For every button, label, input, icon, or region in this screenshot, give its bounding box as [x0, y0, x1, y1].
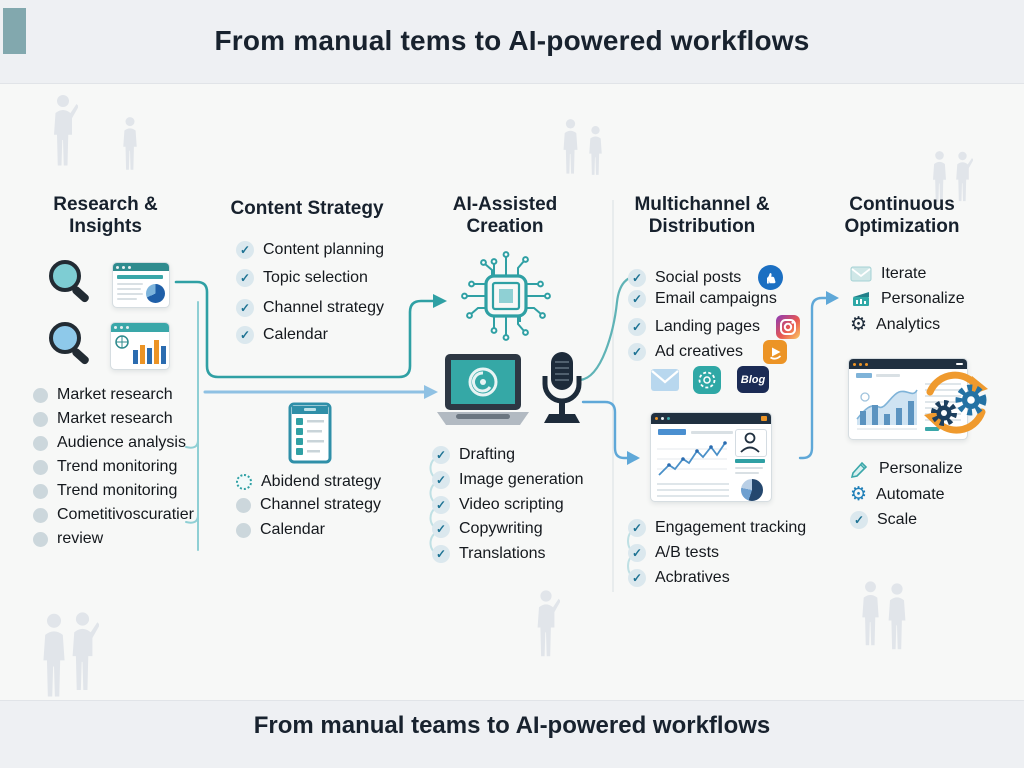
list-item: review [33, 530, 103, 548]
bar-chart-thumbnail-icon [110, 322, 170, 370]
checklist-item: ✓ Scale [850, 511, 917, 529]
report-thumbnail-icon [112, 262, 170, 308]
column-title-research: Research & Insights [53, 194, 158, 238]
list-item: Abidend strategy [236, 473, 381, 491]
check-icon: ✓ [628, 290, 646, 308]
list-item: Market research [33, 386, 173, 404]
gear-icon [955, 384, 987, 416]
bullet-icon [33, 483, 48, 499]
bullet-icon [236, 497, 251, 513]
email-envelope-icon [651, 369, 679, 391]
check-icon: ✓ [236, 241, 254, 259]
check-icon: ✓ [628, 519, 646, 537]
ads-icon [763, 340, 788, 364]
column-title-optimization: Continuous Optimization [844, 194, 960, 238]
ai-chip-icon [461, 251, 551, 341]
social-app-icon [693, 366, 721, 394]
pie-chart-icon [739, 477, 765, 501]
checklist-item: ✓Acbratives [628, 569, 730, 587]
check-icon: ✓ [432, 496, 450, 514]
footer-title: From manual teams to AI-powered workflow… [253, 712, 771, 739]
check-icon: ✓ [628, 318, 646, 336]
check-icon: ✓ [628, 268, 646, 287]
icon-list-item: Iterate [850, 265, 926, 283]
check-icon: ✓ [432, 446, 450, 464]
instagram-icon [775, 315, 800, 339]
automation-gears-icon [924, 371, 988, 434]
icon-list-item: Personalize [850, 290, 965, 308]
icon-list-item: Personalize [850, 459, 963, 479]
checklist-item: ✓ Landing pages [628, 315, 800, 339]
bullet-icon [33, 411, 48, 427]
microphone-icon [542, 352, 582, 423]
bullet-icon [33, 507, 48, 523]
check-icon: ✓ [628, 569, 646, 587]
column-title-strategy: Content Strategy [230, 198, 384, 219]
table-rows [657, 483, 729, 497]
column-title-distribution: Multichannel & Distribution [634, 194, 770, 238]
check-icon: ✓ [236, 269, 254, 287]
network-bullet-icon [236, 474, 252, 490]
checklist-item: ✓Image generation [432, 471, 584, 489]
analytics-dashboard-icon [650, 412, 772, 502]
mail-icon [850, 266, 872, 282]
checklist-item: ✓Calendar [236, 326, 328, 344]
icon-list-item: ⚙ Analytics [850, 313, 941, 335]
checklist-item: ✓Video scripting [432, 496, 564, 514]
line-chart-icon [657, 441, 727, 476]
list-item: Audience analysis [33, 434, 186, 452]
checklist-item: ✓ Social posts [628, 265, 784, 290]
icon-list-item: ⚙ Automate [850, 483, 945, 505]
check-icon: ✓ [236, 299, 254, 317]
list-item: Market research [33, 410, 173, 428]
checklist-item: ✓Translations [432, 545, 546, 563]
person-avatar-icon [740, 432, 760, 453]
check-icon: ✓ [432, 471, 450, 489]
check-icon: ✓ [628, 343, 646, 361]
list-item: Calendar [236, 521, 325, 539]
list-item: Trend monitoring [33, 458, 177, 476]
check-icon: ✓ [850, 511, 868, 529]
checklist-clipboard-icon [288, 402, 332, 464]
list-item: Channel strategy [236, 496, 381, 514]
check-icon: ✓ [432, 545, 450, 563]
column-title-creation: AI-Assisted Creation [452, 194, 558, 238]
checklist-item: ✓Engagement tracking [628, 519, 806, 537]
gear-icon [931, 400, 957, 426]
magnifier-icon [49, 260, 89, 303]
check-icon: ✓ [236, 326, 254, 344]
gear-icon: ⚙ [850, 483, 868, 505]
bottom-band [0, 700, 1024, 768]
blog-icon: Blog [737, 366, 769, 393]
checklist-item: ✓Email campaigns [628, 290, 777, 308]
chart-board-icon [853, 292, 869, 306]
page-title: From manual tems to AI-powered workflows [214, 25, 810, 56]
bullet-icon [33, 531, 48, 547]
pencil-icon [850, 461, 868, 479]
checklist-item: ✓Copywriting [432, 520, 543, 538]
bullet-icon [33, 435, 48, 451]
check-icon: ✓ [628, 544, 646, 562]
bullet-icon [236, 522, 251, 538]
top-band [0, 0, 1024, 84]
social-thumbsup-icon [758, 265, 784, 290]
list-item: Trend monitoring [33, 482, 177, 500]
gear-icon: ⚙ [850, 313, 868, 335]
check-icon: ✓ [432, 520, 450, 538]
bullet-icon [33, 459, 48, 475]
checklist-item: ✓Topic selection [236, 269, 368, 287]
pie-chart-icon [146, 284, 165, 303]
area-bar-chart-icon [856, 389, 918, 430]
magnifier-icon [49, 322, 89, 365]
checklist-item: ✓Drafting [432, 446, 515, 464]
checklist-item: ✓A/B tests [628, 544, 719, 562]
laptop-icon [437, 354, 529, 425]
checklist-item: ✓Content planning [236, 241, 384, 259]
checklist-item: ✓Channel strategy [236, 299, 384, 317]
list-item: Cometitivoscuratier [33, 506, 194, 524]
bullet-icon [33, 387, 48, 403]
checklist-item: ✓ Ad creatives [628, 340, 788, 364]
